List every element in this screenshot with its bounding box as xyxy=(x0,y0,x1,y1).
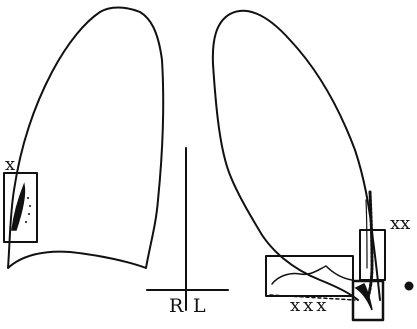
marker-dot xyxy=(405,282,414,291)
label-axis-r: R xyxy=(169,295,184,317)
pleural-strip-edge xyxy=(366,200,367,268)
lesion-xxx-line xyxy=(272,266,352,284)
right-lung-outline xyxy=(8,8,163,269)
label-xx: xx xyxy=(390,213,410,234)
label-axis-l: L xyxy=(193,295,206,317)
label-x: x xyxy=(5,154,15,175)
label-xxx: xxx xyxy=(290,295,329,316)
left-lung-inner-border xyxy=(213,64,358,300)
